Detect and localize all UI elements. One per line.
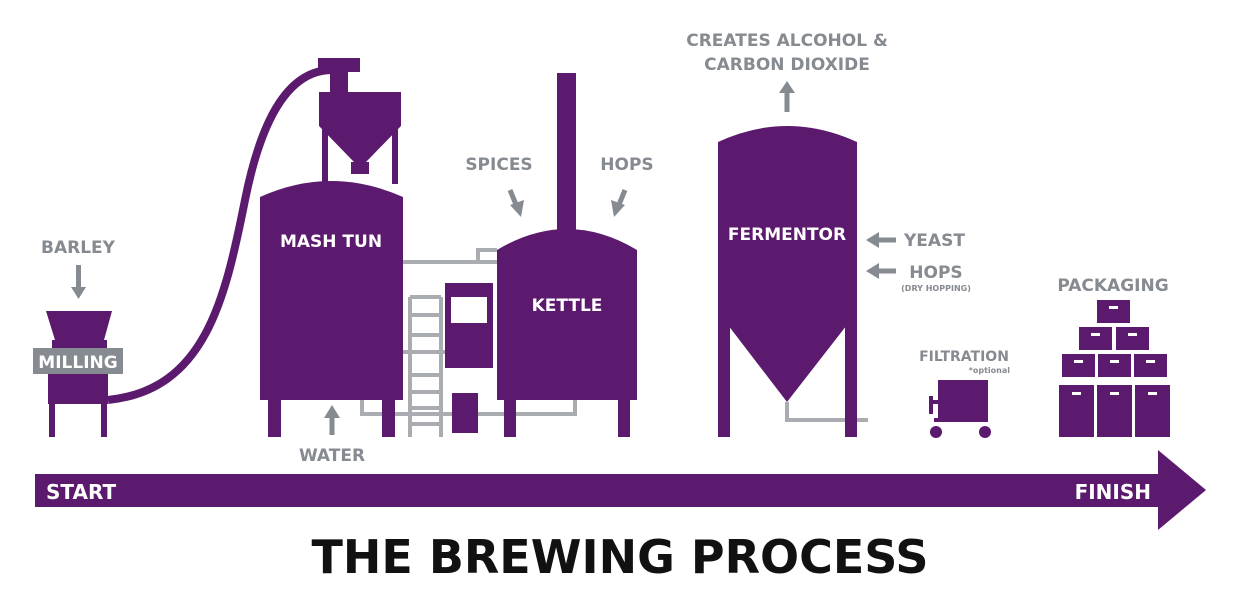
page-title: THE BREWING PROCESS xyxy=(312,530,929,584)
barley-label: BARLEY xyxy=(41,238,116,258)
yeast-arrow-icon xyxy=(866,232,896,248)
co2-label-line2: CARBON DIOXIDE xyxy=(704,55,870,75)
kettle-label: KETTLE xyxy=(532,296,603,316)
finish-label: FINISH xyxy=(1075,480,1151,504)
box-stack-icon xyxy=(1059,300,1170,437)
start-label: START xyxy=(46,480,116,504)
filter-cart-icon xyxy=(929,380,991,438)
pipe-top-loop xyxy=(476,248,497,262)
kettle-icon xyxy=(497,73,637,437)
milling-label-box xyxy=(33,348,123,374)
pipe-fermentor-outlet xyxy=(785,402,868,422)
water-label: WATER xyxy=(299,446,365,466)
control-panel-icon xyxy=(445,283,493,433)
grain-tube xyxy=(107,66,333,404)
hops-dry-label: HOPS xyxy=(909,263,962,283)
hops-kettle-arrow-icon xyxy=(611,189,628,217)
packaging-label: PACKAGING xyxy=(1057,276,1168,296)
spices-label: SPICES xyxy=(465,155,532,175)
hops-dry-note: (DRY HOPPING) xyxy=(901,284,971,293)
barley-arrow-icon xyxy=(71,265,86,299)
co2-arrow-icon xyxy=(779,81,795,112)
box-handles xyxy=(1072,306,1157,395)
yeast-label: YEAST xyxy=(903,231,965,251)
mash-tun-label: MASH TUN xyxy=(280,232,382,252)
hops-dry-arrow-icon xyxy=(866,263,896,279)
hops-kettle-label: HOPS xyxy=(600,155,653,175)
co2-label-line1: CREATES ALCOHOL & xyxy=(686,31,888,51)
fermentor-label: FERMENTOR xyxy=(728,225,846,245)
mash-tun-icon xyxy=(260,181,403,437)
filtration-label: FILTRATION xyxy=(919,349,1009,365)
water-arrow-icon xyxy=(324,405,340,435)
spices-arrow-icon xyxy=(507,189,524,217)
timeline-arrow-icon xyxy=(35,450,1206,530)
filtration-note: *optional xyxy=(969,366,1011,375)
milling-label: MILLING xyxy=(38,353,117,373)
mill-icon xyxy=(46,311,112,437)
hopper-icon xyxy=(318,58,401,184)
fermentor-icon xyxy=(718,126,857,437)
